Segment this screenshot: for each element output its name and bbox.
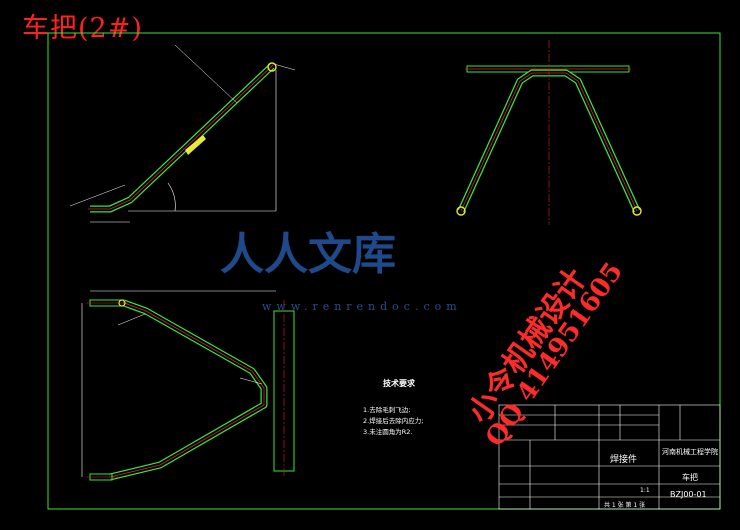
view-plan-bar xyxy=(81,290,295,481)
drawing-number: BZJ00-01 xyxy=(670,490,707,499)
weld-mark xyxy=(185,135,206,155)
school-name: 河南机械工程学院 xyxy=(662,448,718,456)
tech-requirements-heading: 技术要求 xyxy=(383,379,415,388)
tech-requirements-list: 1.去除毛刺飞边; 2.焊接后去除内应力; 3.未注圆角为R2. xyxy=(363,405,423,438)
watermark-brand: 人人文库 xyxy=(220,229,396,280)
tech-note: 1.去除毛刺飞边; xyxy=(363,406,411,414)
part-type: 焊接件 xyxy=(610,455,638,465)
sheet-info: 共 1 张 第 1 张 xyxy=(604,502,646,509)
part-name: 车把 xyxy=(682,473,698,482)
view-side-angled-bar xyxy=(69,44,296,223)
title-block xyxy=(498,404,721,510)
watermark-site: www.renrendoc.com xyxy=(262,300,462,313)
tech-note: 3.未注圆角为R2. xyxy=(363,428,413,436)
view-front-v-bar xyxy=(456,40,642,225)
drawing-frame xyxy=(47,32,721,510)
tech-note: 2.焊接后去除内应力; xyxy=(363,417,424,425)
scale: 1:1 xyxy=(640,487,650,494)
drawing-title: 车把(2#) xyxy=(22,13,143,44)
